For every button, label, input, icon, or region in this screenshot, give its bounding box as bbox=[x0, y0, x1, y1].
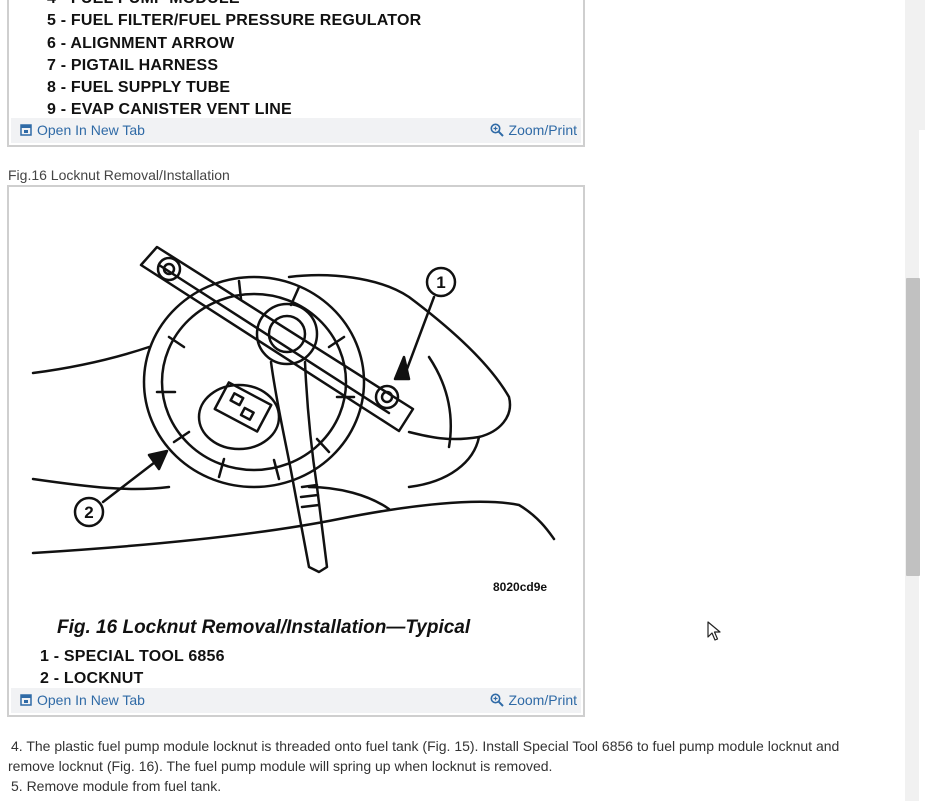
legend-item: 9 - EVAP CANISTER VENT LINE bbox=[47, 101, 292, 119]
zoom-print-label: Zoom/Print bbox=[508, 692, 577, 708]
legend-item: 8 - FUEL SUPPLY TUBE bbox=[47, 79, 231, 97]
scrollbar-thumb[interactable] bbox=[906, 278, 920, 576]
legend-item: 1 - SPECIAL TOOL 6856 bbox=[40, 648, 225, 665]
open-in-new-tab-label: Open In New Tab bbox=[37, 122, 145, 138]
open-in-new-tab-link[interactable]: Open In New Tab bbox=[20, 692, 145, 708]
open-tab-icon bbox=[20, 694, 32, 706]
fuel-pump-legend-list: 4 - FUEL PUMP MODULE 5 - FUEL FILTER/FUE… bbox=[47, 0, 421, 122]
open-in-new-tab-label: Open In New Tab bbox=[37, 692, 145, 708]
mouse-cursor-icon bbox=[707, 621, 721, 641]
legend-item: 2 - LOCKNUT bbox=[40, 670, 144, 688]
callout-2-label: 2 bbox=[84, 503, 93, 522]
zoom-print-link[interactable]: Zoom/Print bbox=[490, 122, 577, 138]
zoom-print-label: Zoom/Print bbox=[508, 122, 577, 138]
zoom-print-link[interactable]: Zoom/Print bbox=[490, 692, 577, 708]
procedure-steps: 4. The plastic fuel pump module locknut … bbox=[8, 736, 888, 796]
figure-caption: Fig.16 Locknut Removal/Installation bbox=[8, 167, 230, 183]
locknut-legend-list: 1 - SPECIAL TOOL 6856 2 - LOCKNUT bbox=[40, 646, 225, 691]
figure-code: 8020cd9e bbox=[493, 580, 548, 594]
zoom-icon bbox=[490, 123, 504, 137]
legend-item: 6 - ALIGNMENT ARROW bbox=[47, 34, 235, 52]
open-in-new-tab-link[interactable]: Open In New Tab bbox=[20, 122, 145, 138]
legend-item: 5 - FUEL FILTER/FUEL PRESSURE REGULATOR bbox=[47, 12, 422, 30]
figure-title: Fig. 16 Locknut Removal/Installation—Typ… bbox=[57, 617, 471, 638]
legend-item: 7 - PIGTAIL HARNESS bbox=[47, 56, 219, 74]
figure-locknut-removal: 1 2 Open In New Tab Zoom/Print bbox=[7, 185, 585, 717]
scrollbar-gap bbox=[919, 130, 925, 801]
step-4-text: 4. The plastic fuel pump module locknut … bbox=[8, 738, 840, 774]
figure-fuel-pump-legend: 4 - FUEL PUMP MODULE 5 - FUEL FILTER/FUE… bbox=[7, 0, 585, 147]
figure-toolbar: Open In New Tab Zoom/Print bbox=[11, 688, 581, 713]
callout-1-label: 1 bbox=[436, 273, 445, 292]
step-5-text: 5. Remove module from fuel tank. bbox=[11, 778, 222, 794]
zoom-icon bbox=[490, 693, 504, 707]
open-tab-icon bbox=[20, 124, 32, 136]
figure-toolbar: Open In New Tab Zoom/Print bbox=[11, 118, 581, 143]
locknut-illustration[interactable]: 1 2 bbox=[9, 187, 583, 687]
legend-item: 4 - FUEL PUMP MODULE bbox=[47, 0, 421, 10]
